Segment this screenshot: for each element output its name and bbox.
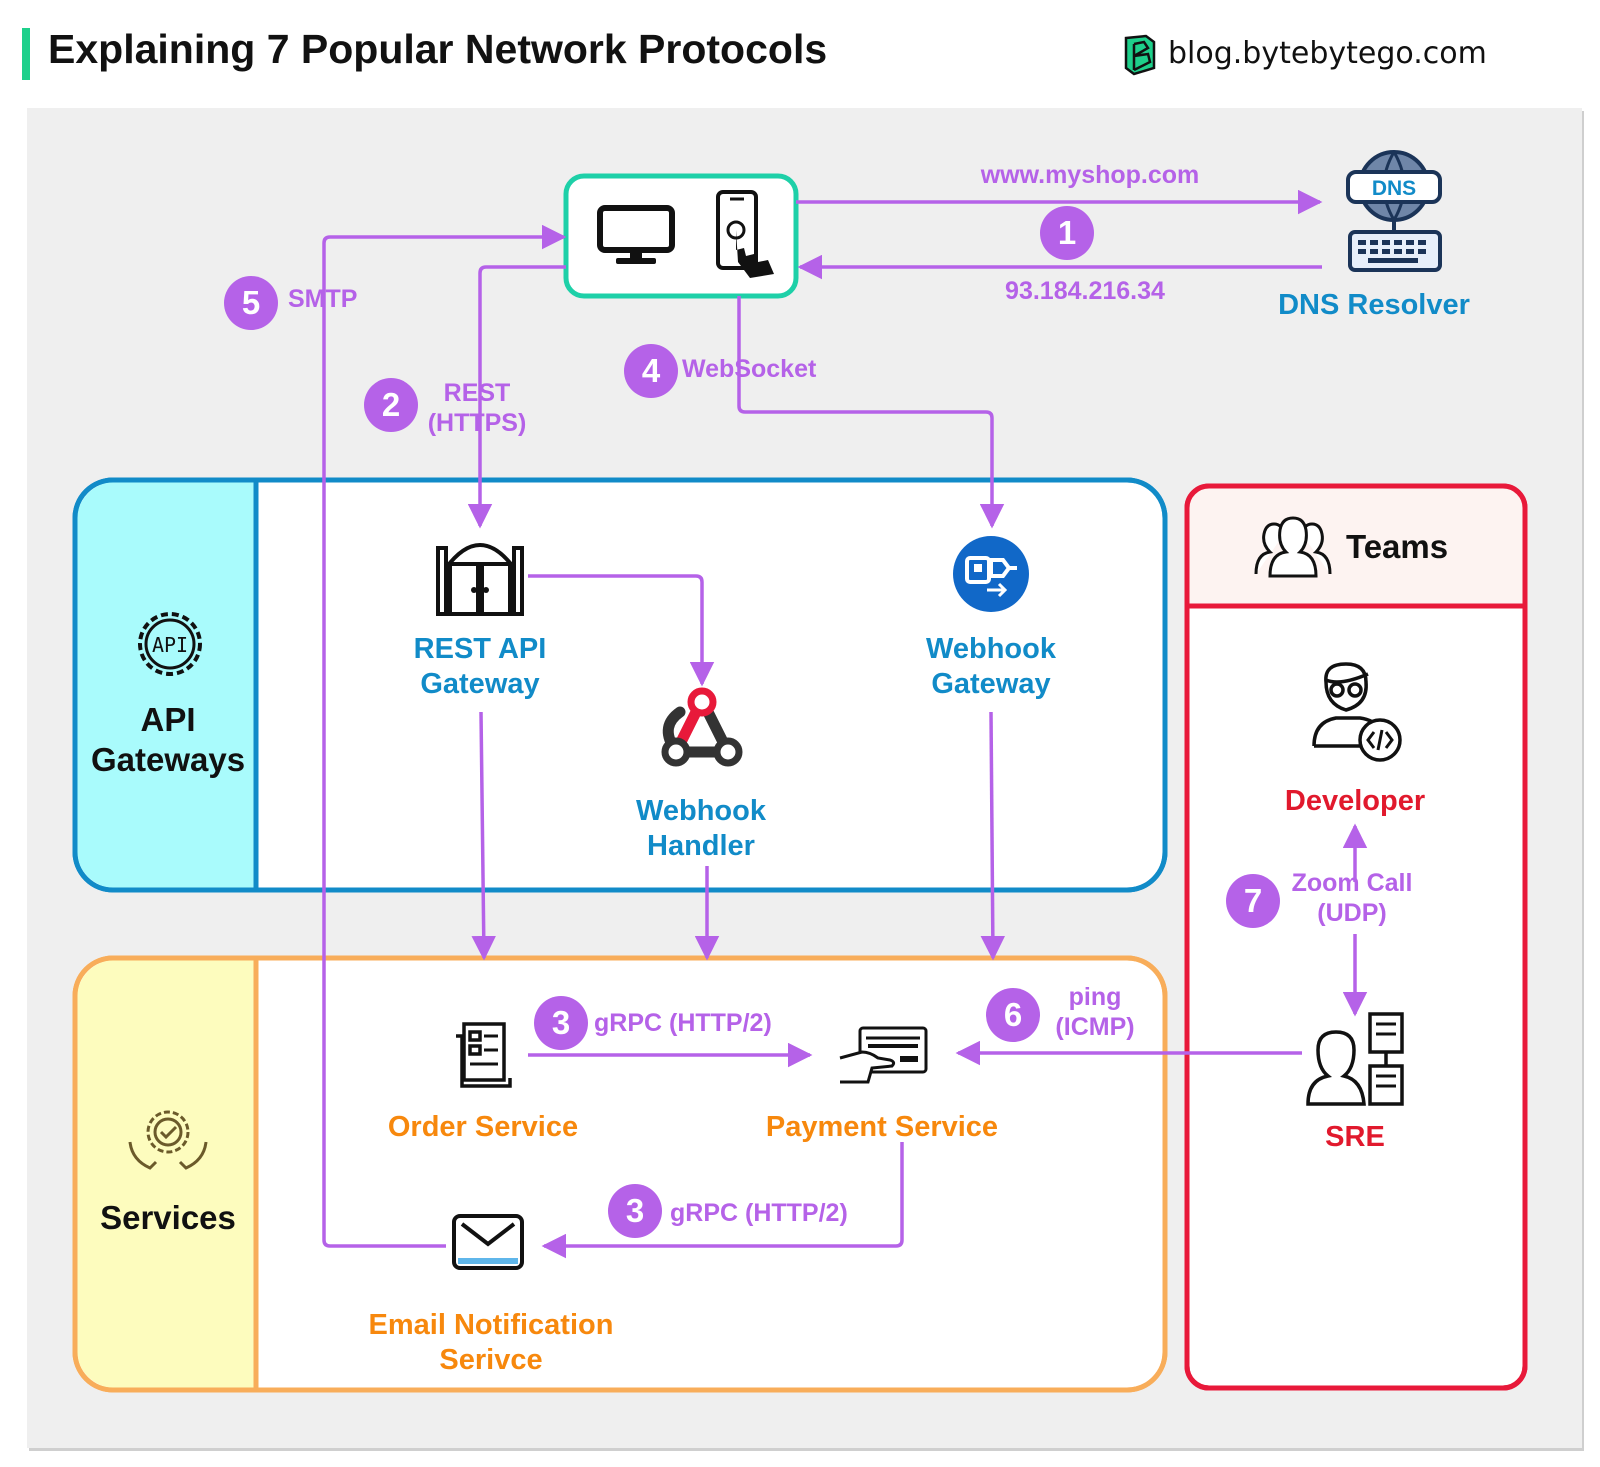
dns-request-label: www.myshop.com (980, 161, 1200, 189)
services-group-band (76, 960, 256, 1388)
rest-to-webhook-handler-arrow (528, 574, 715, 687)
websocket-arrow (737, 296, 1005, 529)
rest-api-gateway-icon (436, 543, 524, 616)
sre-icon (1306, 1012, 1404, 1106)
developer-icon (1312, 662, 1402, 762)
sre-label: SRE (1325, 1121, 1385, 1153)
payment-card-icon (839, 1026, 928, 1084)
grpc-payment-email-label: gRPC (HTTP/2) (670, 1199, 848, 1227)
icmp-ping-label: ping (ICMP) (1055, 983, 1135, 1041)
rest-https-arrow (467, 265, 566, 529)
grpc-payment-to-email-arrow (541, 1142, 904, 1259)
dns-resolver-icon: DNS (1346, 150, 1442, 272)
api-badge-text: API (152, 633, 188, 657)
dns-badge-text: DNS (1372, 177, 1416, 200)
api-gateways-group-band (76, 482, 256, 888)
websocket-label: WebSocket (682, 355, 817, 383)
bytebytego-logo-icon (1124, 34, 1156, 76)
services-group-label: Services (100, 1199, 236, 1236)
udp-zoom-label: Zoom Call (UDP) (1291, 869, 1413, 927)
desktop-monitor-icon (597, 205, 675, 264)
webhook-handler-icon (661, 687, 743, 767)
smtp-label: SMTP (288, 285, 358, 313)
webhook-gateway-plug-icon (953, 536, 1029, 612)
dns-resolver-label: DNS Resolver (1278, 289, 1470, 321)
email-service-label: Email Notification Serivce (368, 1309, 614, 1376)
step-badge-6: 6 (986, 988, 1040, 1042)
smtp-arrow (322, 224, 567, 1248)
brand-url: blog.bytebytego.com (1168, 36, 1487, 71)
step-badge-3b: 3 (608, 1184, 662, 1238)
mobile-touch-icon (716, 190, 774, 278)
webhook-gateway-label: Webhook Gateway (926, 633, 1056, 700)
step-badge-1: 1 (1040, 206, 1094, 260)
grpc-order-payment-label: gRPC (HTTP/2) (594, 1009, 772, 1037)
rest-api-gateway-label: REST API Gateway (413, 633, 547, 700)
api-gear-icon: API (138, 612, 202, 676)
step-badge-5: 5 (224, 276, 278, 330)
step-badge-2: 2 (364, 378, 418, 432)
step-badge-3a: 3 (534, 996, 588, 1050)
webhook-handler-label: Webhook Handler (636, 795, 766, 862)
rest-https-label: REST (HTTPS) (427, 379, 527, 437)
title-accent-bar (22, 28, 30, 80)
services-gear-check-icon (128, 1110, 208, 1170)
page-title: Explaining 7 Popular Network Protocols (48, 26, 828, 72)
email-envelope-icon (452, 1214, 524, 1270)
order-service-label: Order Service (387, 1111, 579, 1143)
teams-group-label: Teams (1346, 528, 1449, 565)
api-gateways-group-label: API Gateways (90, 701, 246, 778)
dns-response-label: 93.184.216.34 (1005, 277, 1165, 305)
developer-label: Developer (1284, 785, 1426, 817)
step-badge-4: 4 (624, 344, 678, 398)
rest-gateway-to-order-arrow (471, 711, 496, 961)
order-service-icon (456, 1022, 512, 1088)
teams-people-icon (1254, 516, 1332, 578)
payment-service-label: Payment Service (765, 1111, 999, 1143)
webhook-gateway-to-payment-arrow (980, 711, 1006, 961)
step-badge-7: 7 (1226, 874, 1280, 928)
